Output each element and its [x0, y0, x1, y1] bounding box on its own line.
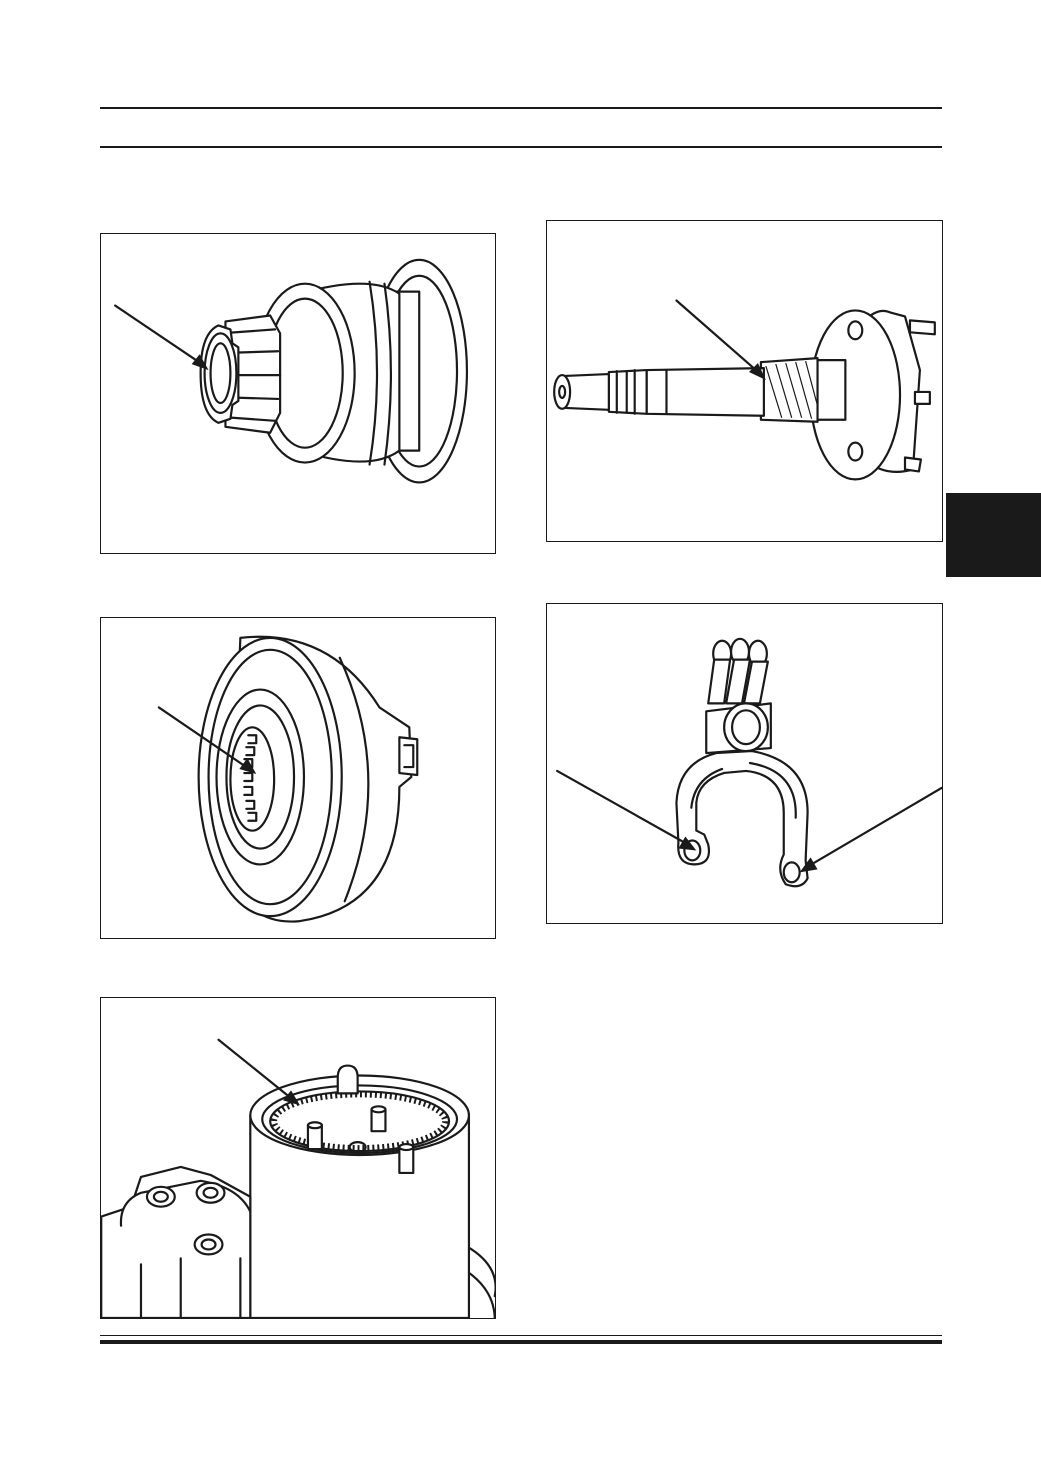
header-rule-top	[100, 107, 942, 109]
figure-planetary-ring-gear-housing	[100, 997, 496, 1319]
shift-fork-illustration	[556, 637, 942, 888]
footer-rule-thin	[100, 1335, 942, 1336]
section-thumb-tab	[946, 493, 1041, 577]
ring-gear-housing-illustration	[101, 1038, 495, 1318]
internal-spline-illustration	[157, 635, 419, 923]
figure-drive-internal-spline	[100, 617, 496, 939]
armature-shaft-illustration	[553, 299, 936, 481]
footer-rule-thick	[100, 1340, 942, 1344]
figure-starter-drive-pinion	[100, 233, 496, 554]
pinion-gear-illustration	[114, 258, 469, 484]
figure-armature-shaft-helical-spline	[546, 220, 943, 542]
header-rule-bottom	[100, 146, 942, 148]
figure-shift-fork-lever	[546, 603, 943, 924]
